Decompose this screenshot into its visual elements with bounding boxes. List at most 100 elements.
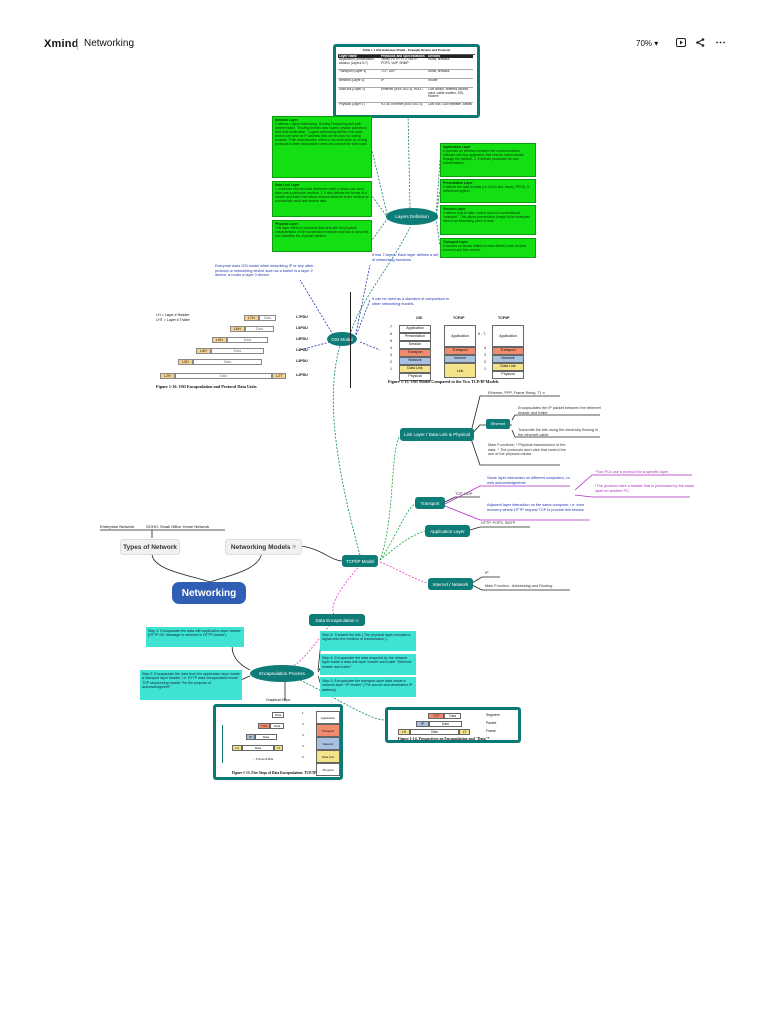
data-cell: Data xyxy=(272,712,285,718)
internet-network-node[interactable]: Internet / Network xyxy=(428,578,473,590)
networking-models-topic[interactable]: Networking Models ≡ xyxy=(225,539,302,555)
trailer-cell: L2T xyxy=(272,373,287,379)
box-text: It defines how to start, control and end… xyxy=(443,211,530,223)
root-topic-networking[interactable]: Networking xyxy=(172,582,246,604)
layer-number: 2 xyxy=(484,360,486,364)
header-processed-note[interactable]: *The protocol uses a header that is proc… xyxy=(595,484,695,493)
node-label: Data Encapsulation xyxy=(315,617,355,623)
data-encapsulation-node[interactable]: Data Encapsulation ≡ xyxy=(309,614,365,626)
box-title: Presentation Layer xyxy=(443,181,473,185)
five-steps-layers: Application Transport Network Data Link … xyxy=(316,711,340,776)
transmit-bits-label: → Transmit Bits xyxy=(252,757,274,761)
five-steps-figure[interactable]: Application Transport Network Data Link … xyxy=(213,704,343,780)
pdu-label: L4PDU xyxy=(296,348,308,352)
two-pcs-note[interactable]: *Two PCs use a protocol for a specific l… xyxy=(595,470,669,474)
tcpip-layer: Transport xyxy=(444,347,476,355)
layer-box: Data Link xyxy=(316,750,340,763)
zoom-dropdown[interactable]: 70% ▾ xyxy=(636,39,659,48)
header-cell: IP xyxy=(416,721,430,727)
table-cell: Network (Layer 3) xyxy=(338,79,380,89)
osi-everyone-note[interactable]: Everyone uses OSI model when describing … xyxy=(215,264,314,277)
table-title: Table 1-1 OSI Reference Model - Example … xyxy=(362,49,451,52)
presentation-layer-box[interactable]: Presentation Layer It defines the data f… xyxy=(440,179,536,203)
osi-standard-note[interactable]: It can be used as a standard of comparis… xyxy=(372,297,450,306)
osi-7-layers-note[interactable]: It has 7 layers. Each layer defines a se… xyxy=(372,253,439,262)
step-number: 4 xyxy=(302,744,304,748)
osi-vs-tcpip-figure[interactable]: OSI TCP/IP TCP/IP Application Presentati… xyxy=(390,316,530,384)
osi-vs-tcpip-figure-frame[interactable] xyxy=(350,292,539,388)
tcpip-column: Application Transport Internet Link xyxy=(444,325,476,378)
box-text: It provides an interface between the com… xyxy=(443,149,524,165)
ethernet-description-2[interactable]: Transmits the bits using the electricity… xyxy=(518,428,599,437)
step-5-box[interactable]: Step 5: Transmit the bits ( The physical… xyxy=(320,631,416,651)
application-protocols[interactable]: HTTP, POP3, SMTP xyxy=(481,521,516,525)
transport-layer-box[interactable]: Transport Layer It focuses on issues rel… xyxy=(440,238,536,258)
internet-protocol[interactable]: IP xyxy=(485,571,489,575)
data-cell: Data xyxy=(429,721,462,727)
column-title: TCP/IP xyxy=(498,316,510,320)
pdu-figure[interactable]: LH = Layer # Header LHT = Layer # Traile… xyxy=(156,313,334,395)
layer-number: 5 xyxy=(390,339,392,343)
soho-network-label[interactable]: SOHO: Small Office Home Network xyxy=(146,524,210,529)
link-layer-node[interactable]: Link Layer / Data Link & Physical xyxy=(400,428,474,441)
layer-box: Application xyxy=(316,711,340,724)
tcpip-model-node[interactable]: TCP/IP Model xyxy=(342,555,378,567)
link-layer-protocols[interactable]: Ethernet, PPP, Frame Relay, T1 ≡ xyxy=(488,391,545,396)
link-main-functions[interactable]: Main Functions: * Physical transmission … xyxy=(488,443,566,456)
graphical-steps-label[interactable]: Graphical Steps xyxy=(266,698,291,702)
layers-definition-node[interactable]: Layers Definition xyxy=(386,208,438,225)
document-title[interactable]: Networking xyxy=(84,38,135,49)
box-title: Physical Layer xyxy=(275,222,299,226)
network-layer-box[interactable]: Network Layer It defines Logical Address… xyxy=(272,116,372,178)
step-2-box[interactable]: Step 2: Encapsulate the data from the ap… xyxy=(140,670,242,700)
data-link-layer-box[interactable]: Data Link Layer 1. It defines the rules … xyxy=(272,181,372,217)
ethernet-description-1[interactable]: Encapsulates the IP packet between the e… xyxy=(518,406,601,415)
transport-node[interactable]: Transport xyxy=(415,497,445,509)
table-cell: TCP, UDP xyxy=(380,70,427,80)
application-layer-box[interactable]: Application Layer It provides an interfa… xyxy=(440,143,536,177)
title-divider xyxy=(77,38,78,50)
tcpip-layer: Link xyxy=(444,363,476,378)
ethernet-node[interactable]: Ethernet xyxy=(486,419,510,429)
step-4-box[interactable]: Step 4: Encapsulate the data acquired by… xyxy=(320,654,416,675)
enterprise-network-label[interactable]: Enterprise Network xyxy=(100,524,135,529)
internet-main-function[interactable]: Main Function : Addressing and Routing xyxy=(485,584,553,588)
play-icon[interactable] xyxy=(676,38,686,49)
session-layer-box[interactable]: Session Layer It defines how to start, c… xyxy=(440,205,536,235)
encapsulation-process-node[interactable]: Encapsulation Process xyxy=(250,665,314,682)
header-cell: L3H xyxy=(178,359,193,365)
pdu-label: L3PDU xyxy=(296,359,308,363)
layer-number: 6 xyxy=(390,332,392,336)
header-cell: L4H xyxy=(196,348,211,354)
osi-layer: Physical xyxy=(399,373,431,381)
step-numbers: 1 2 3 4 5 xyxy=(302,711,310,766)
xmind-logo[interactable]: Xmind xyxy=(44,38,79,50)
physical-layer-box[interactable]: Physical Layer This layer refers to stan… xyxy=(272,220,372,252)
application-layer-node[interactable]: Application Layer xyxy=(425,525,470,537)
header-cell: L2H xyxy=(160,373,175,379)
tcpip2-layer: Transport xyxy=(492,347,524,355)
pdu-label: L2PDU xyxy=(296,373,308,377)
step-1-box[interactable]: Step 1: Encapsulate the data with applic… xyxy=(146,627,244,647)
transport-adjacent-note[interactable]: Adjacent layer interaction on the same c… xyxy=(487,503,585,512)
transport-protocols[interactable]: TCP, UDP xyxy=(455,492,473,496)
more-options-icon[interactable] xyxy=(716,38,725,49)
step-3-box[interactable]: Step 3: Encapsulate the transport layer … xyxy=(320,677,416,697)
osi-model-node[interactable]: OSI Model xyxy=(327,332,357,346)
table-cell: Data link (Layer 2) xyxy=(338,88,380,104)
data-cell: Data xyxy=(270,723,285,729)
types-of-network-topic[interactable]: Types of Network xyxy=(120,539,180,555)
transport-same-layer-note[interactable]: Same layer interaction on different comp… xyxy=(487,476,571,485)
tcpip-layer: Application xyxy=(444,325,476,347)
share-icon[interactable] xyxy=(696,38,705,49)
pdu-name: Segment xyxy=(486,713,500,717)
osi-reference-table-frame[interactable]: Table 1-1 OSI Reference Model - Example … xyxy=(333,44,480,118)
osi-layer: Transport xyxy=(399,349,431,357)
